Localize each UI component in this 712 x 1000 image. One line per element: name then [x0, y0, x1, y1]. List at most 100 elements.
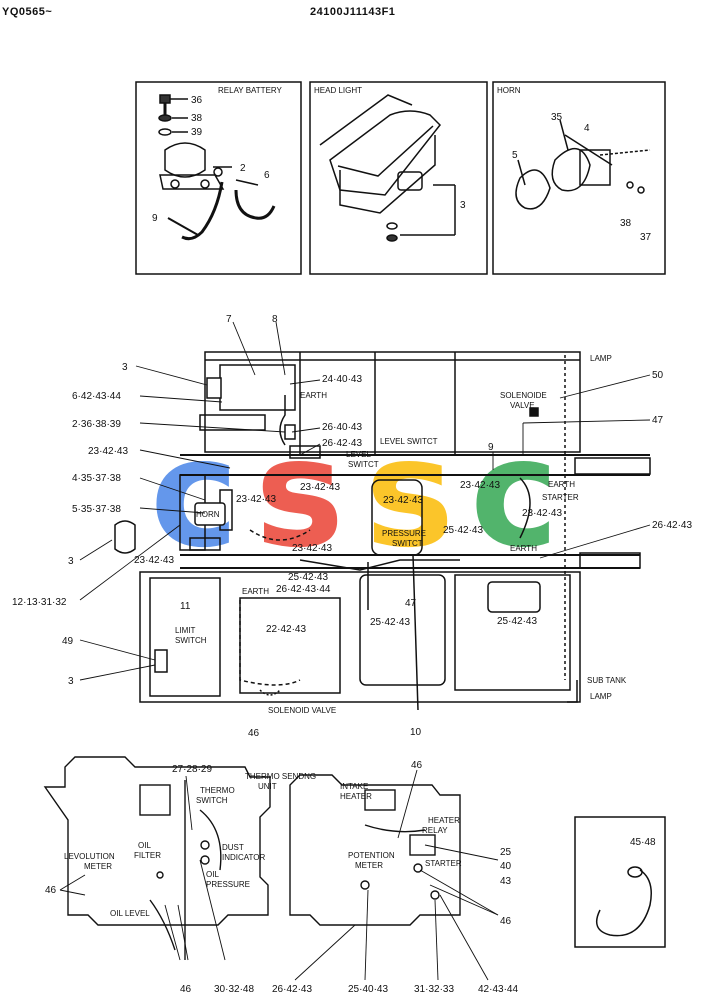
- callout-4-35-37-38: 4·35·37·38: [72, 473, 121, 484]
- callout-43: 43: [500, 876, 512, 887]
- callout-inner-14: 25·42·43: [497, 616, 537, 627]
- main-components: [114, 377, 539, 673]
- label-level-switch-3: SWITCT: [348, 460, 379, 469]
- label-heater-relay-2: RELAY: [422, 826, 448, 835]
- label-limit-switch-1: LIMIT: [175, 626, 196, 635]
- label-oil-filter-2: FILTER: [134, 851, 161, 860]
- label-intake-heater: INTAKE: [340, 782, 368, 791]
- label-revolution: LEVOLUTION: [64, 852, 115, 861]
- watermark-letter-s2: s: [365, 407, 454, 581]
- callout-2-36-38-39: 2·36·38·39: [72, 419, 121, 430]
- callout-47-right: 47: [652, 415, 664, 426]
- label-heater-relay: HEATER: [428, 816, 460, 825]
- label-horn-main: HORN: [196, 510, 220, 519]
- callout-9: 9: [152, 213, 158, 224]
- label-limit-switch-2: SWITCH: [175, 636, 207, 645]
- callout-6: 6: [264, 170, 270, 181]
- label-solenoid-valve-top: SOLENOIDE: [500, 391, 547, 400]
- inset-box: [574, 816, 666, 948]
- callout-36: 36: [191, 95, 203, 106]
- callout-11: 11: [180, 601, 191, 612]
- callout-46-engine-right-a: 46: [411, 760, 423, 771]
- callout-inner-1: 23·42·43: [236, 494, 276, 505]
- label-sub-tank: SUB TANK: [587, 676, 627, 685]
- callout-39: 39: [191, 127, 203, 138]
- label-pressure-switch-1: PRESSURE: [382, 529, 426, 538]
- label-level-switch-main: LEVEL SWITCT: [380, 437, 438, 446]
- callout-12-13-31-32: 12·13·31·32: [12, 597, 67, 608]
- callout-26-42-43-right: 26·42·43: [652, 520, 692, 531]
- label-pressure-switch-2: SWITCT: [392, 539, 423, 548]
- callout-inner-6: 25·42·43: [443, 525, 483, 536]
- label-earth-3: EARTH: [510, 544, 537, 553]
- callout-2: 2: [240, 163, 246, 174]
- panel-relay-battery: RELAY BATTERY: [135, 81, 302, 275]
- label-dust: DUST: [222, 843, 244, 852]
- label-thermo-sending-2: UNIT: [258, 782, 277, 791]
- callout-inner-3: 23·42·43: [383, 495, 423, 506]
- label-solenoid-valve-bottom: SOLENOID VALVE: [268, 706, 336, 715]
- callout-6-42-43-44: 6·42·43·44: [72, 391, 121, 402]
- callout-main-3b: 3: [68, 556, 74, 567]
- label-potention-2: METER: [355, 861, 383, 870]
- label-level-switch-2: LEVEL: [346, 450, 371, 459]
- callout-38: 38: [191, 113, 203, 124]
- label-meter: METER: [84, 862, 112, 871]
- watermark: c s s c: [150, 407, 559, 581]
- callout-42-43-44: 42·43·44: [478, 984, 518, 995]
- callout-26-42-43-top: 26·42·43: [322, 438, 362, 449]
- callout-main-3c: 3: [68, 676, 74, 687]
- callout-31-32-33: 31·32·33: [414, 984, 454, 995]
- callout-35: 35: [551, 112, 563, 123]
- callout-inner-2: 23·42·43: [300, 482, 340, 493]
- engine-left: [43, 756, 271, 960]
- doc-code: YQ0565~: [2, 6, 53, 18]
- callout-26-42-43-bottom: 26·42·43: [272, 984, 312, 995]
- label-solenoid-valve-top2: VALVE: [510, 401, 535, 410]
- panel-horn-title: HORN: [497, 86, 521, 95]
- callout-25: 25: [500, 847, 512, 858]
- label-thermo-sending: THERMO SENDNG: [245, 772, 316, 781]
- label-thermo-switch-2: SWITCH: [196, 796, 228, 805]
- callout-9-main: 9: [488, 442, 494, 453]
- label-earth-2: EARTH: [548, 480, 575, 489]
- label-potention: POTENTION: [348, 851, 395, 860]
- callout-5-35-37-38: 5·35·37·38: [72, 504, 121, 515]
- label-oil-pressure-2: PRESSURE: [206, 880, 250, 889]
- panel-relay-callouts: 36 38 39 2 6 9: [152, 95, 270, 224]
- callout-45-48: 45·48: [630, 837, 656, 848]
- main-callouts: 3 6·42·43·44 2·36·38·39 23·42·43 4·35·37…: [12, 314, 692, 739]
- label-lamp-top: LAMP: [590, 354, 612, 363]
- label-oil-pressure: OIL: [206, 870, 219, 879]
- callout-8: 8: [272, 314, 278, 325]
- callout-46-engine-left-a: 46: [45, 885, 57, 896]
- engine-left-labels: 27·28·29 46 46 30·32·48 THERMO SENDNG UN…: [45, 764, 316, 995]
- callout-38-horn: 38: [620, 218, 632, 229]
- callout-49: 49: [62, 636, 74, 647]
- panel-horn: HORN: [492, 81, 666, 275]
- callout-inner-4: 23·42·43: [460, 480, 500, 491]
- panel-head-light-title: HEAD LIGHT: [314, 86, 362, 95]
- label-intake-heater-2: HEATER: [340, 792, 372, 801]
- panel-head-light: HEAD LIGHT: [309, 81, 488, 275]
- label-starter-main: STARTER: [542, 493, 579, 502]
- label-earth-1: EARTH: [300, 391, 327, 400]
- engine-right-labels: 46 25 40 43 46 26·42·43 25·40·43 31·32·3…: [272, 760, 518, 995]
- label-lamp-bottom: LAMP: [590, 692, 612, 701]
- callout-inner-13: 25·42·43: [370, 617, 410, 628]
- panel-relay-battery-title: RELAY BATTERY: [218, 86, 283, 95]
- callout-10: 10: [410, 727, 422, 738]
- callout-inner-5: 23·42·43: [522, 508, 562, 519]
- label-oil-level: OIL LEVEL: [110, 909, 150, 918]
- label-oil-filter: OIL: [138, 841, 151, 850]
- callout-inner-7: 23·42·43: [292, 543, 332, 554]
- callout-4: 4: [584, 123, 590, 134]
- label-starter-engine: STARTER: [425, 859, 462, 868]
- watermark-letter-c1: c: [150, 407, 239, 581]
- label-thermo-switch: THERMO: [200, 786, 235, 795]
- callout-3-headlight: 3: [460, 200, 466, 211]
- callout-24-40-43: 24·40·43: [322, 374, 362, 385]
- callout-23-42-43-b: 23·42·43: [134, 555, 174, 566]
- main-leaders: [79, 321, 651, 681]
- callout-25-40-43-bottom: 25·40·43: [348, 984, 388, 995]
